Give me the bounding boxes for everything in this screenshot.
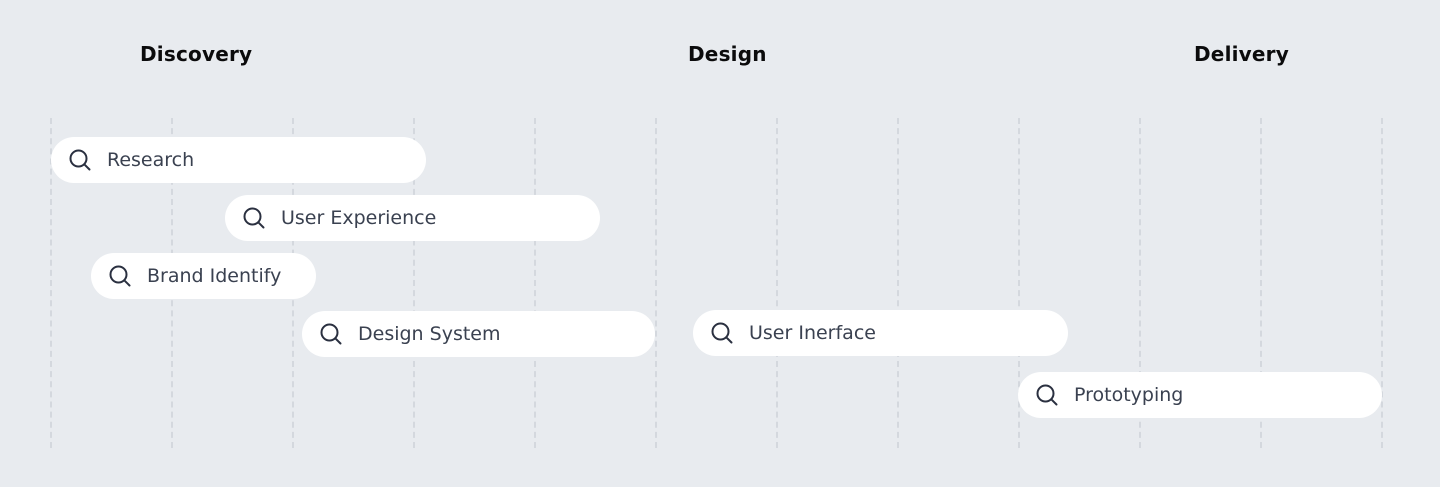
task-label: Research	[107, 149, 195, 171]
task-pill-research[interactable]: Research	[51, 137, 426, 183]
search-icon	[241, 205, 267, 231]
task-label: Brand Identify	[147, 265, 282, 287]
gridline	[1139, 118, 1141, 448]
gridline	[413, 118, 415, 448]
task-pill-user-experience[interactable]: User Experience	[225, 195, 600, 241]
task-label: Design System	[358, 323, 501, 345]
search-icon	[709, 320, 735, 346]
search-icon	[67, 147, 93, 173]
gridline	[897, 118, 899, 448]
phase-title-design: Design	[688, 42, 767, 66]
task-pill-prototyping[interactable]: Prototyping	[1018, 372, 1382, 418]
phase-title-delivery: Delivery	[1194, 42, 1289, 66]
gridline	[534, 118, 536, 448]
gridline	[1018, 118, 1020, 448]
task-label: User Experience	[281, 207, 437, 229]
task-pill-design-system[interactable]: Design System	[302, 311, 655, 357]
gridline	[655, 118, 657, 448]
task-pill-brand-identify[interactable]: Brand Identify	[91, 253, 316, 299]
task-label: User Inerface	[749, 322, 876, 344]
task-pill-user-interface[interactable]: User Inerface	[693, 310, 1068, 356]
gridline	[1260, 118, 1262, 448]
phase-title-discovery: Discovery	[140, 42, 253, 66]
gridline	[776, 118, 778, 448]
search-icon	[107, 263, 133, 289]
task-label: Prototyping	[1074, 384, 1184, 406]
gridline	[50, 118, 52, 448]
gridline	[1381, 118, 1383, 448]
search-icon	[1034, 382, 1060, 408]
search-icon	[318, 321, 344, 347]
